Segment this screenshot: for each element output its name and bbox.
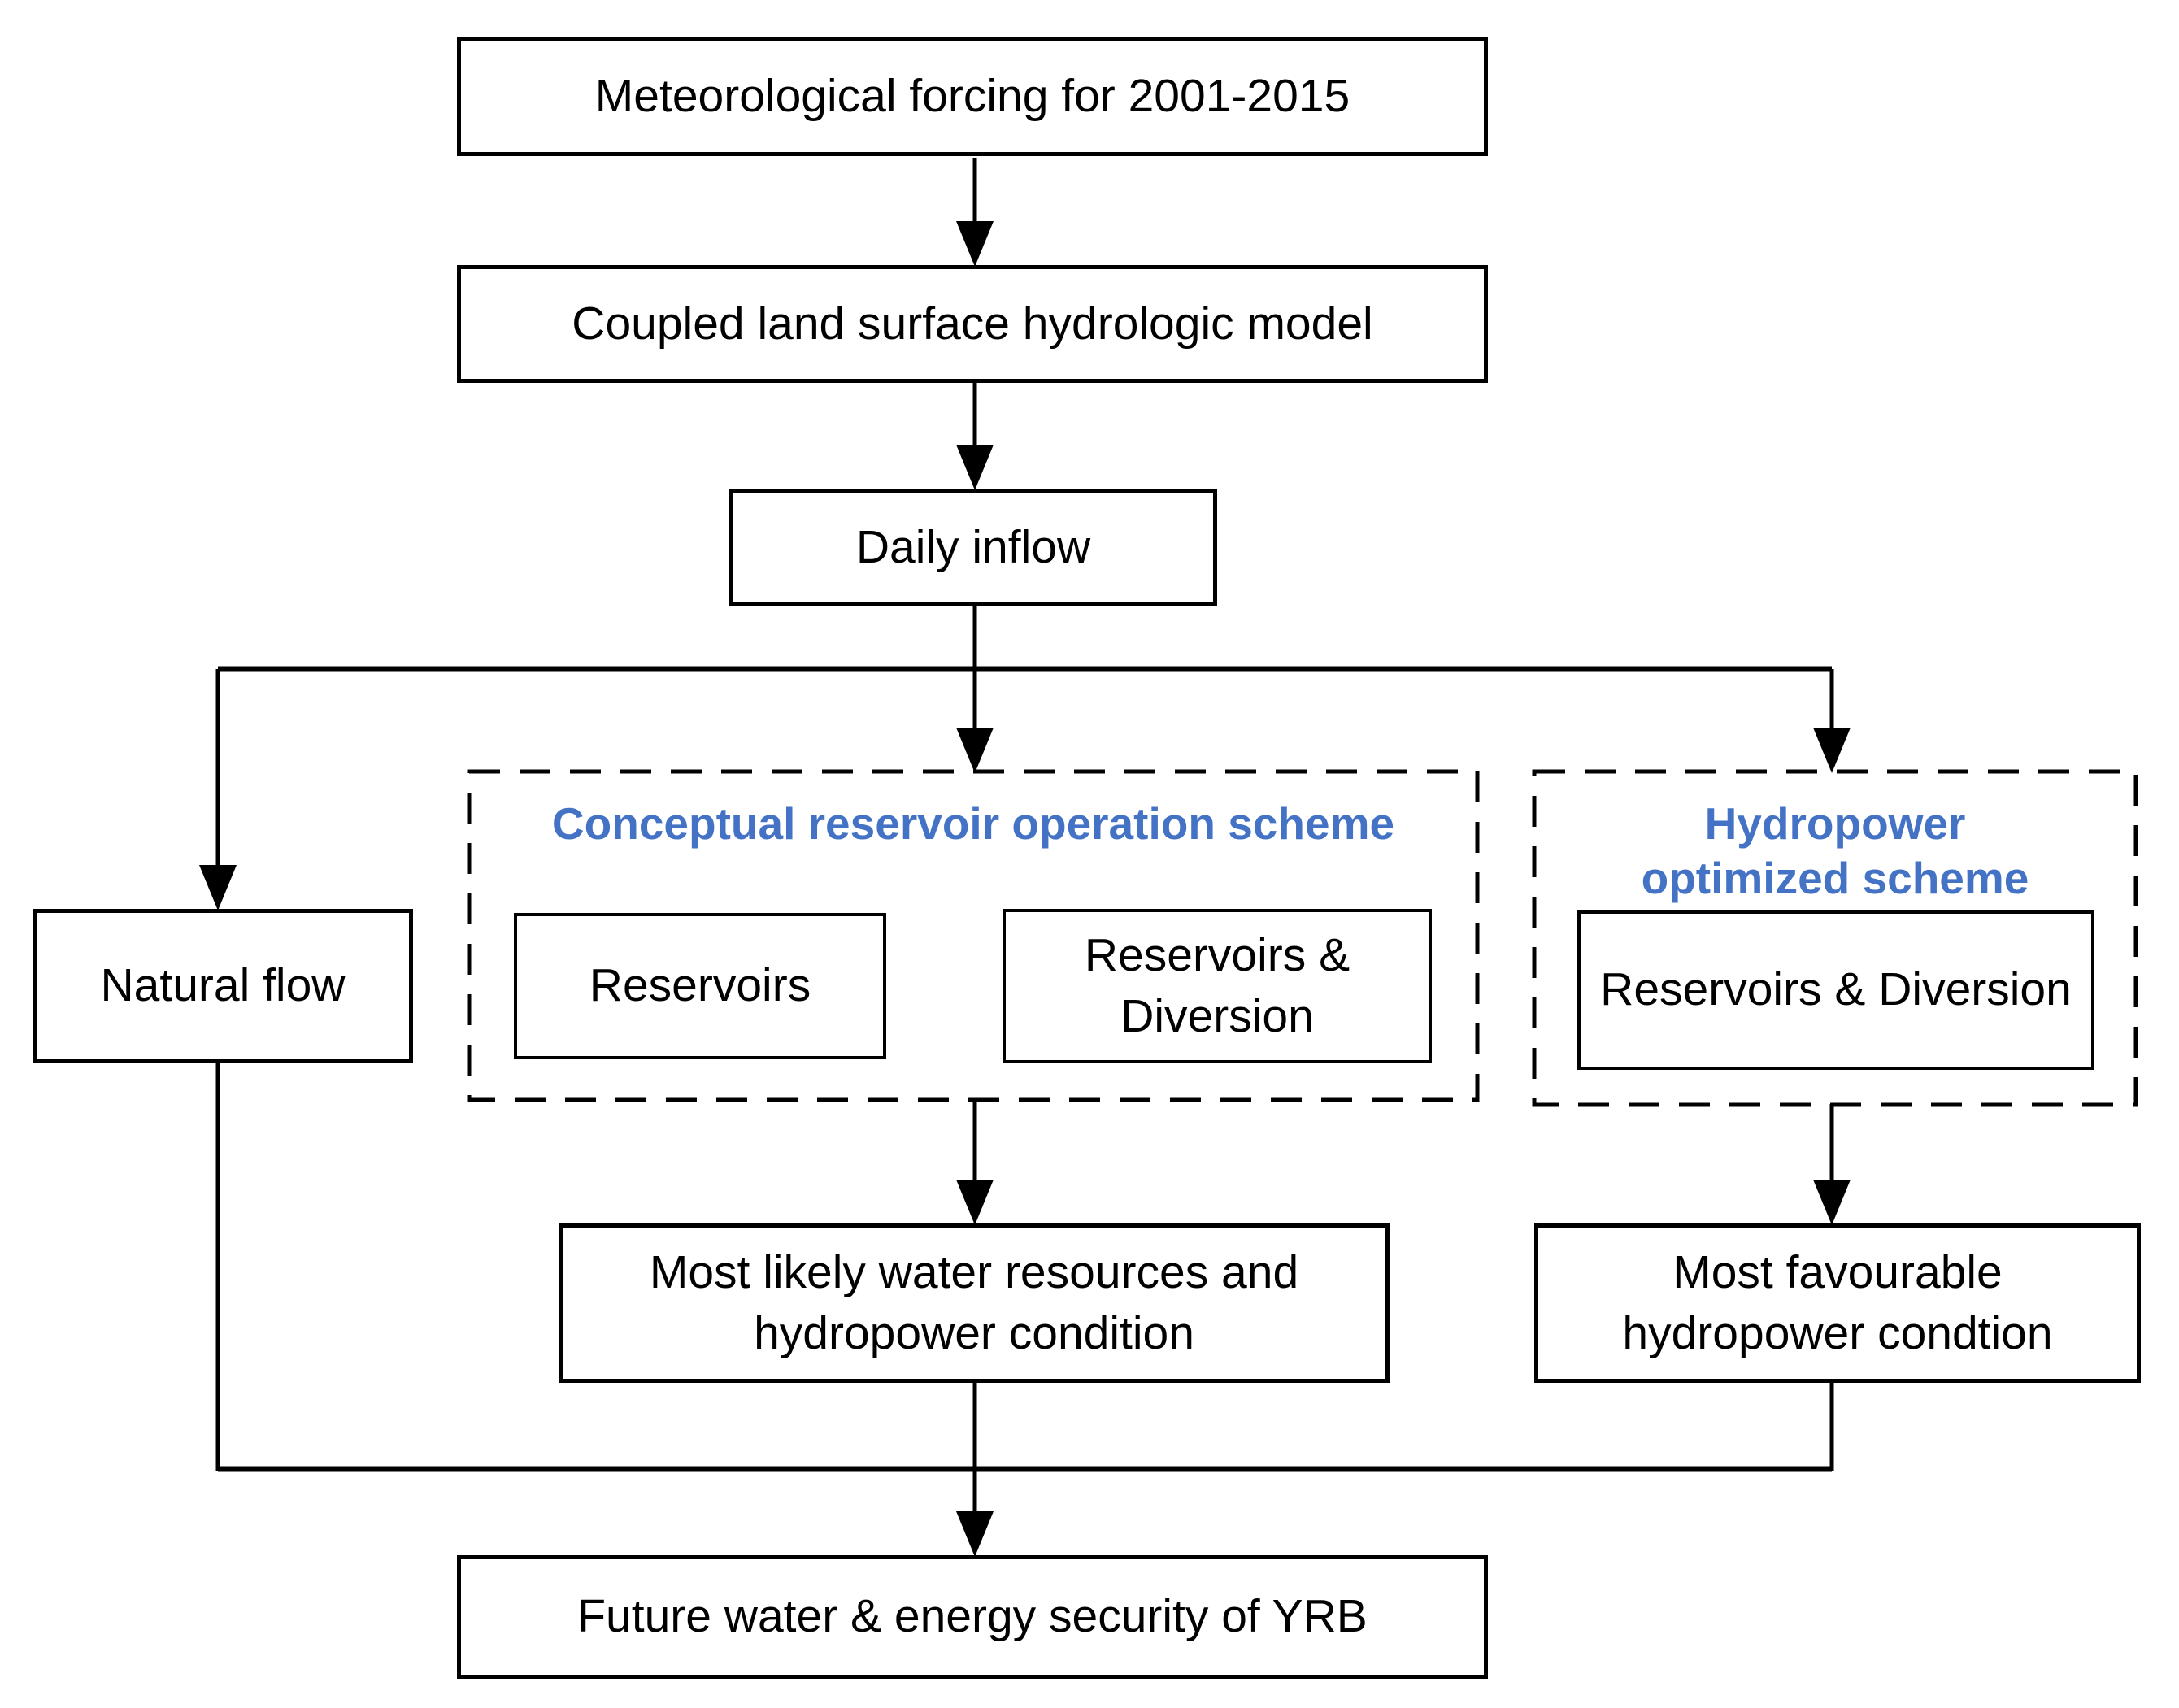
optimized-scheme-outline [1532, 769, 2138, 1107]
most-favourable-label: Most favourable hydropower condtion [1622, 1245, 2053, 1359]
arrowhead-inflow-to-conceptual [956, 728, 994, 773]
reservoirs-label: Reservoirs [589, 959, 811, 1012]
arrowhead-branch-to-optimized [1813, 728, 1851, 773]
arrowhead-conceptual-to-mostlikely [956, 1180, 994, 1225]
arrowhead-optimized-to-mostfav [1813, 1180, 1851, 1225]
arrowhead-mostlikely-to-future [956, 1511, 994, 1557]
optimized-scheme-title: Hydropower optimized scheme [1624, 782, 2046, 920]
met-forcing-box: Meteorological forcing for 2001-2015 [457, 37, 1488, 156]
reservoirs-diversion-box-optimized: Reservoirs & Diversion [1577, 910, 2094, 1070]
coupled-model-label: Coupled land surface hydrologic model [572, 297, 1373, 350]
daily-inflow-label: Daily inflow [855, 520, 1091, 573]
conceptual-scheme-outline [467, 769, 1480, 1102]
natural-flow-label: Natural flow [100, 959, 346, 1012]
arrowhead-branch-to-natural [199, 865, 237, 910]
conceptual-scheme-title-label: Conceptual reservoir operation scheme [551, 798, 1395, 850]
natural-flow-box: Natural flow [33, 909, 413, 1063]
most-likely-box: Most likely water resources and hydropow… [559, 1223, 1390, 1383]
most-likely-label: Most likely water resources and hydropow… [649, 1245, 1299, 1359]
coupled-model-box: Coupled land surface hydrologic model [457, 265, 1488, 383]
future-security-label: Future water & energy security of YRB [577, 1590, 1368, 1643]
reservoirs-diversion-label-conceptual: Reservoirs & Diversion [1084, 928, 1350, 1042]
met-forcing-label: Meteorological forcing for 2001-2015 [594, 69, 1350, 122]
daily-inflow-box: Daily inflow [729, 489, 1217, 606]
arrowhead-model-to-inflow [956, 445, 994, 490]
arrowhead-met-to-model [956, 221, 994, 267]
most-favourable-box: Most favourable hydropower condtion [1534, 1223, 2141, 1383]
reservoirs-diversion-box-conceptual: Reservoirs & Diversion [1003, 909, 1432, 1063]
reservoirs-box: Reservoirs [514, 913, 886, 1059]
mostfav-to-merge-line [975, 1383, 1834, 1471]
reservoirs-diversion-label-optimized: Reservoirs & Diversion [1600, 963, 2072, 1016]
optimized-scheme-title-label: Hydropower optimized scheme [1641, 798, 2029, 903]
conceptual-scheme-title: Conceptual reservoir operation scheme [469, 787, 1477, 862]
future-security-box: Future water & energy security of YRB [457, 1555, 1488, 1679]
